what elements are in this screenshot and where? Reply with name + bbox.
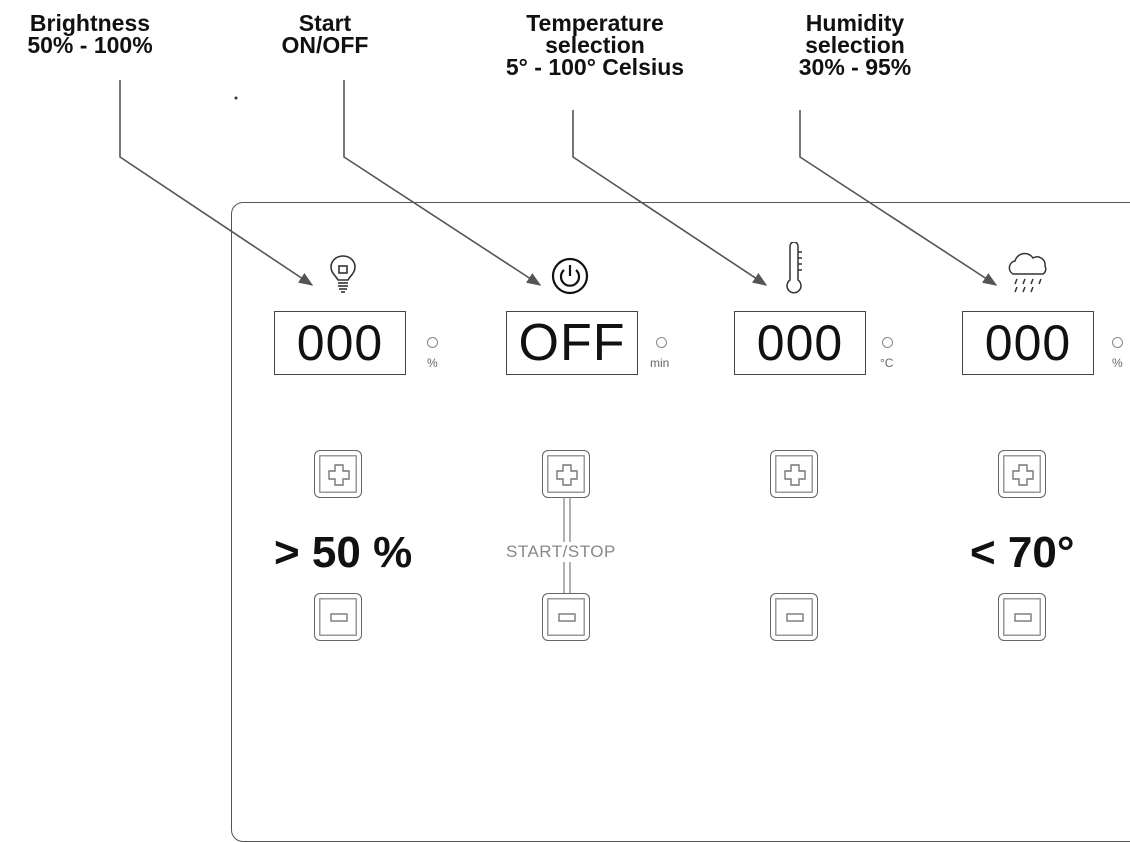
leader-temperature xyxy=(572,110,768,286)
humidity-display: 000 xyxy=(962,311,1094,375)
light-bulb-icon xyxy=(330,255,356,293)
callout-temperature-title: Temperature xyxy=(526,10,664,36)
brightness-led xyxy=(427,337,438,348)
callout-humidity-title: Humidity xyxy=(805,10,905,36)
brightness-unit: % xyxy=(427,356,438,370)
temperature-display: 000 xyxy=(734,311,866,375)
humidity-unit: % xyxy=(1112,356,1123,370)
thermometer-icon xyxy=(786,242,802,294)
temperature-led xyxy=(882,337,893,348)
brightness-plus-button[interactable] xyxy=(314,450,362,498)
plus-icon xyxy=(1012,464,1034,486)
temperature-plus-button[interactable] xyxy=(770,450,818,498)
timer-unit: min xyxy=(650,356,670,370)
callout-humidity: Humidity selection 30% - 95% xyxy=(770,10,940,80)
leader-lines xyxy=(119,80,998,286)
callout-start: Start ON/OFF xyxy=(265,10,385,58)
callout-brightness: Brightness 50% - 100% xyxy=(4,10,176,58)
minus-icon xyxy=(558,613,576,622)
callout-humidity-subtitle: selection xyxy=(805,32,905,58)
minus-icon xyxy=(786,613,804,622)
brightness-minus-button[interactable] xyxy=(314,593,362,641)
temperature-unit: °C xyxy=(880,356,894,370)
brightness-display: 000 xyxy=(274,311,406,375)
humidity-led xyxy=(1112,337,1123,348)
timer-minus-button[interactable] xyxy=(542,593,590,641)
leader-humidity xyxy=(799,110,998,286)
brightness-note: > 50 % xyxy=(274,528,413,577)
plus-icon xyxy=(784,464,806,486)
callout-start-title: Start xyxy=(298,10,352,36)
power-icon xyxy=(551,257,589,295)
leader-brightness xyxy=(119,80,314,286)
timer-plus-button[interactable] xyxy=(542,450,590,498)
rain-cloud-icon xyxy=(1008,252,1047,293)
control-panel xyxy=(231,202,1130,842)
callout-humidity-range: 30% - 95% xyxy=(798,54,912,80)
startstop-label: START/STOP xyxy=(505,542,617,562)
timer-led xyxy=(656,337,667,348)
leader-start xyxy=(343,80,542,286)
stray-dot xyxy=(234,96,238,100)
minus-icon xyxy=(330,613,348,622)
callout-brightness-title: Brightness xyxy=(29,10,151,36)
humidity-minus-button[interactable] xyxy=(998,593,1046,641)
callout-temperature-subtitle: selection xyxy=(545,32,645,58)
callout-temperature-range: 5° - 100° Celsius xyxy=(505,54,685,80)
humidity-note: < 70° xyxy=(970,528,1075,577)
humidity-plus-button[interactable] xyxy=(998,450,1046,498)
plus-icon xyxy=(328,464,350,486)
plus-icon xyxy=(556,464,578,486)
timer-display: OFF xyxy=(506,311,638,375)
callout-temperature: Temperature selection 5° - 100° Celsius xyxy=(470,10,720,80)
callout-brightness-range: 50% - 100% xyxy=(27,32,153,58)
callout-start-range: ON/OFF xyxy=(281,32,369,58)
temperature-minus-button[interactable] xyxy=(770,593,818,641)
minus-icon xyxy=(1014,613,1032,622)
